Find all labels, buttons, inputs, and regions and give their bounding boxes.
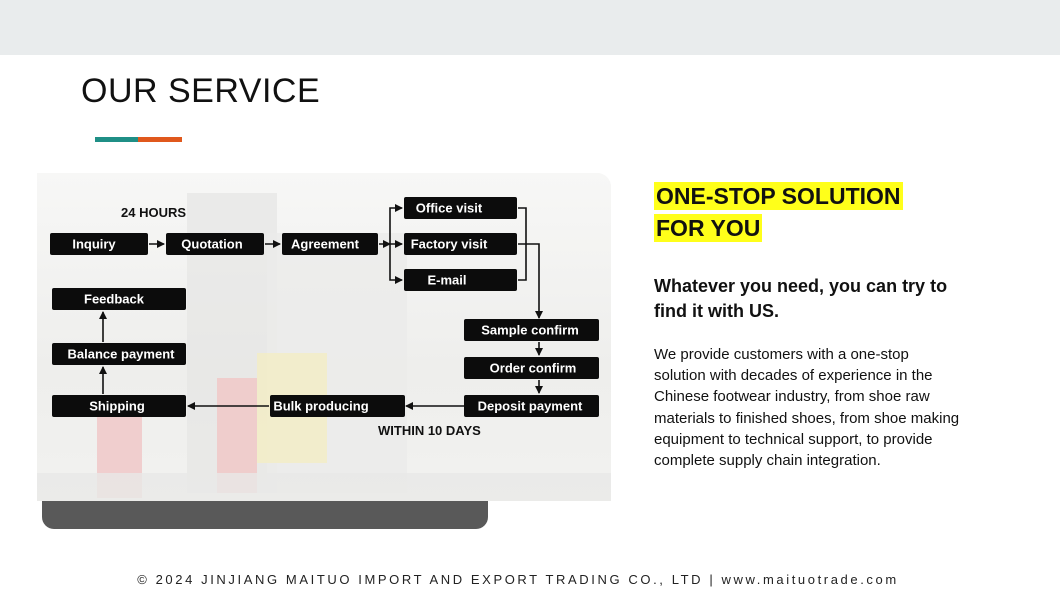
footer-copyright: © 2024 JINJIANG MAITUO IMPORT AND EXPORT… bbox=[137, 572, 899, 587]
edge-office-merge bbox=[518, 207, 527, 244]
node-sample-confirm: Sample confirm bbox=[464, 319, 599, 341]
node-label: Sample confirm bbox=[481, 323, 579, 338]
node-office-visit: Office visit bbox=[404, 197, 517, 219]
node-quotation: Quotation bbox=[166, 233, 264, 255]
node-deposit-payment: Deposit payment bbox=[464, 395, 599, 417]
solution-heading-line2: FOR YOU bbox=[654, 214, 763, 242]
node-label: Inquiry bbox=[72, 237, 116, 252]
page-title: OUR SERVICE bbox=[81, 72, 321, 110]
node-balance-payment: Balance payment bbox=[52, 343, 186, 365]
node-label: Factory visit bbox=[411, 237, 488, 252]
node-label: Office visit bbox=[416, 201, 483, 216]
node-label: Agreement bbox=[291, 237, 360, 252]
node-label: Balance payment bbox=[68, 347, 176, 362]
solution-heading: ONE-STOP SOLUTION FOR YOU bbox=[654, 180, 954, 244]
underline-teal-segment bbox=[95, 137, 138, 142]
edge-branch-office bbox=[389, 204, 403, 244]
solution-subheading: Whatever you need, you can try to find i… bbox=[654, 276, 948, 321]
node-inquiry: Inquiry bbox=[50, 233, 148, 255]
node-agreement: Agreement bbox=[282, 233, 378, 255]
caption-24-hours: 24 HOURS bbox=[121, 205, 186, 220]
node-label: Feedback bbox=[84, 292, 145, 307]
node-bulk-producing: Bulk producing bbox=[270, 395, 405, 417]
solution-heading-line1: ONE-STOP SOLUTION bbox=[654, 182, 903, 210]
node-label: Quotation bbox=[181, 237, 242, 252]
edge-factory-merge bbox=[518, 243, 543, 319]
node-email: E-mail bbox=[404, 269, 517, 291]
node-label: Bulk producing bbox=[273, 399, 368, 414]
node-feedback: Feedback bbox=[52, 288, 186, 310]
node-label: Order confirm bbox=[490, 361, 577, 376]
node-factory-visit: Factory visit bbox=[404, 233, 517, 255]
solution-body: We provide customers with a one-stop sol… bbox=[654, 346, 960, 470]
node-shipping: Shipping bbox=[52, 395, 186, 417]
flowchart: 24 HOURS WITHIN 10 DAYS Inquiry Quotatio… bbox=[50, 197, 599, 438]
node-label: E-mail bbox=[427, 273, 466, 288]
solution-column: ONE-STOP SOLUTION FOR YOU Whatever you n… bbox=[654, 180, 984, 471]
service-flow-image: 24 HOURS WITHIN 10 DAYS Inquiry Quotatio… bbox=[37, 173, 611, 501]
edge-branch-email bbox=[389, 244, 403, 284]
title-underline bbox=[95, 137, 182, 142]
top-band bbox=[0, 0, 1060, 55]
node-label: Deposit payment bbox=[478, 399, 583, 414]
edge-email-merge bbox=[518, 244, 527, 281]
background-floor bbox=[37, 473, 611, 501]
node-order-confirm: Order confirm bbox=[464, 357, 599, 379]
node-label: Shipping bbox=[89, 399, 145, 414]
underline-orange-segment bbox=[138, 137, 182, 142]
caption-within-10-days: WITHIN 10 DAYS bbox=[378, 423, 481, 438]
